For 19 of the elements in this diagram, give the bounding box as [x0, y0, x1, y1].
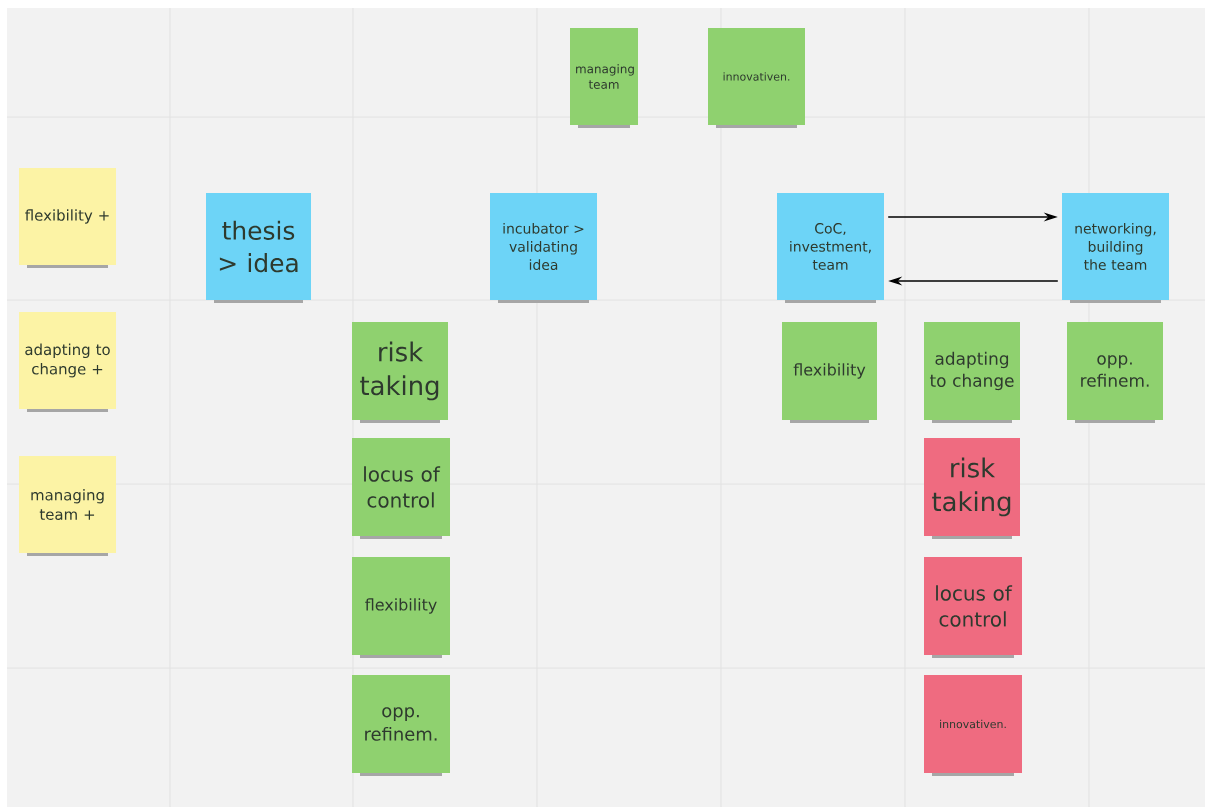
sticky-note: managing team + — [19, 456, 116, 556]
sticky-note: managing team — [570, 28, 638, 128]
sticky-note: risk taking — [352, 322, 448, 423]
sticky-note: flexibility + — [19, 168, 116, 268]
sticky-note: networking, building the team — [1062, 193, 1169, 303]
sticky-note: flexibility — [782, 322, 877, 423]
sticky-note: adapting to change — [924, 322, 1020, 423]
sticky-note: locus of control — [352, 438, 450, 539]
sticky-note: adapting to change + — [19, 312, 116, 412]
sticky-note: innovativen. — [708, 28, 805, 128]
sticky-note: risk taking — [924, 438, 1020, 539]
sticky-note: incubator > validating idea — [490, 193, 597, 303]
sticky-note: opp. refinem. — [1067, 322, 1163, 423]
sticky-note: flexibility — [352, 557, 450, 658]
sticky-note: thesis > idea — [206, 193, 311, 303]
sticky-note: locus of control — [924, 557, 1022, 658]
sticky-note: innovativen. — [924, 675, 1022, 776]
sticky-note: opp. refinem. — [352, 675, 450, 776]
sticky-note: CoC, investment, team — [777, 193, 884, 303]
